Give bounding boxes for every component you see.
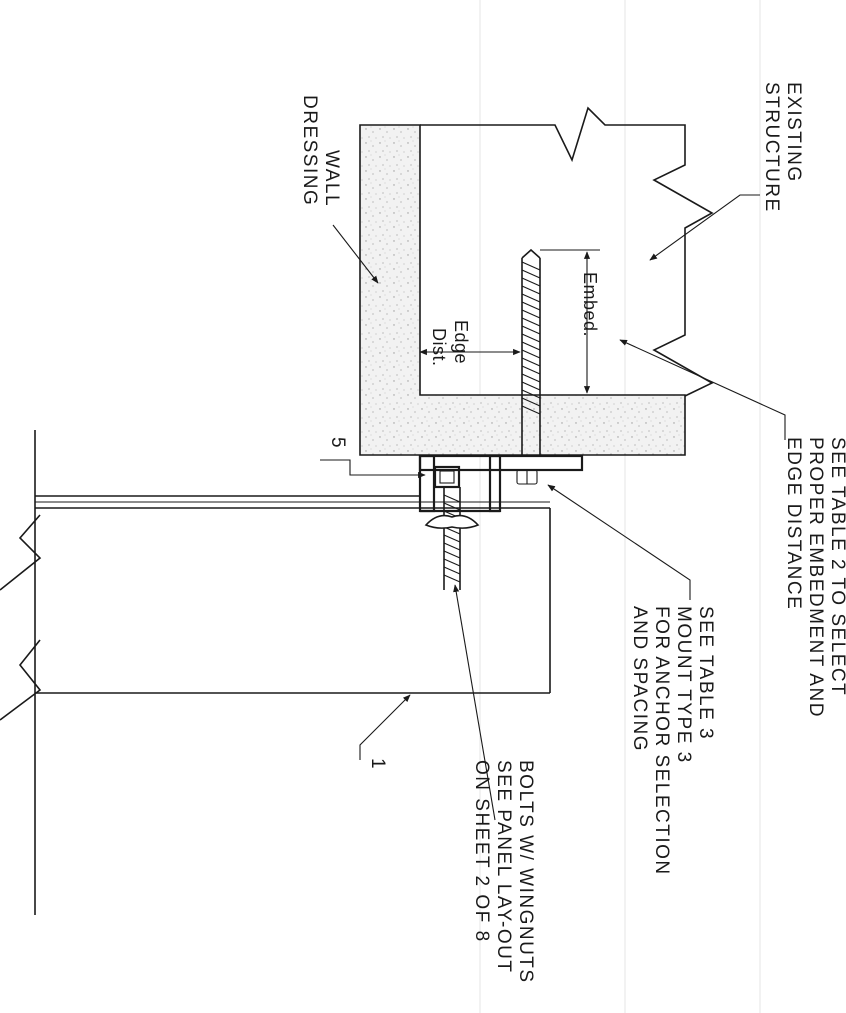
label-embed: Embed. [580, 272, 600, 337]
svg-text:ON SHEET 2 OF 8: ON SHEET 2 OF 8 [471, 760, 492, 943]
mounting-bracket [418, 454, 584, 513]
svg-text:SEE TABLE 3: SEE TABLE 3 [695, 606, 716, 740]
callout-5: 5 [327, 437, 348, 449]
svg-text:EXISTING: EXISTING [783, 82, 804, 183]
svg-text:FOR ANCHOR SELECTION: FOR ANCHOR SELECTION [651, 606, 672, 876]
leaders [320, 194, 786, 821]
svg-text:SEE PANEL LAY-OUT: SEE PANEL LAY-OUT [493, 760, 514, 973]
existing-structure-outline [420, 106, 714, 397]
svg-text:BOLTS W/ WINGNUTS: BOLTS W/ WINGNUTS [515, 760, 536, 984]
background-scan-lines [479, 0, 761, 1013]
svg-text:EDGE DISTANCE: EDGE DISTANCE [783, 437, 804, 610]
svg-text:DRESSING: DRESSING [299, 95, 320, 206]
label-edge-dist: Edge Dist. [429, 320, 471, 367]
svg-text:Embed.: Embed. [580, 272, 600, 337]
svg-text:STRUCTURE: STRUCTURE [761, 82, 782, 213]
label-see-table-3: SEE TABLE 3 MOUNT TYPE 3 FOR ANCHOR SELE… [629, 606, 716, 876]
wingnut-icon [424, 514, 480, 529]
svg-text:SEE TABLE 2 TO SELECT: SEE TABLE 2 TO SELECT [827, 437, 846, 696]
label-see-table-2: SEE TABLE 2 TO SELECT PROPER EMBEDMENT A… [783, 437, 846, 718]
callout-1: 1 [367, 758, 388, 770]
bolt-wingnut-assembly [424, 465, 480, 590]
anchor-screw [521, 248, 541, 456]
embed-dimension [540, 249, 600, 394]
label-existing-structure: EXISTING STRUCTURE [761, 82, 804, 213]
panel [0, 430, 551, 915]
label-wall-dressing: WALL DRESSING [299, 95, 342, 207]
svg-text:PROPER EMBEDMENT AND: PROPER EMBEDMENT AND [805, 437, 826, 718]
svg-text:WALL: WALL [321, 150, 342, 207]
label-bolts: BOLTS W/ WINGNUTS SEE PANEL LAY-OUT ON S… [471, 760, 536, 984]
svg-text:Dist.: Dist. [429, 328, 449, 367]
svg-text:AND SPACING: AND SPACING [629, 606, 650, 752]
svg-text:MOUNT TYPE 3: MOUNT TYPE 3 [673, 606, 694, 764]
svg-text:Edge: Edge [451, 320, 471, 364]
